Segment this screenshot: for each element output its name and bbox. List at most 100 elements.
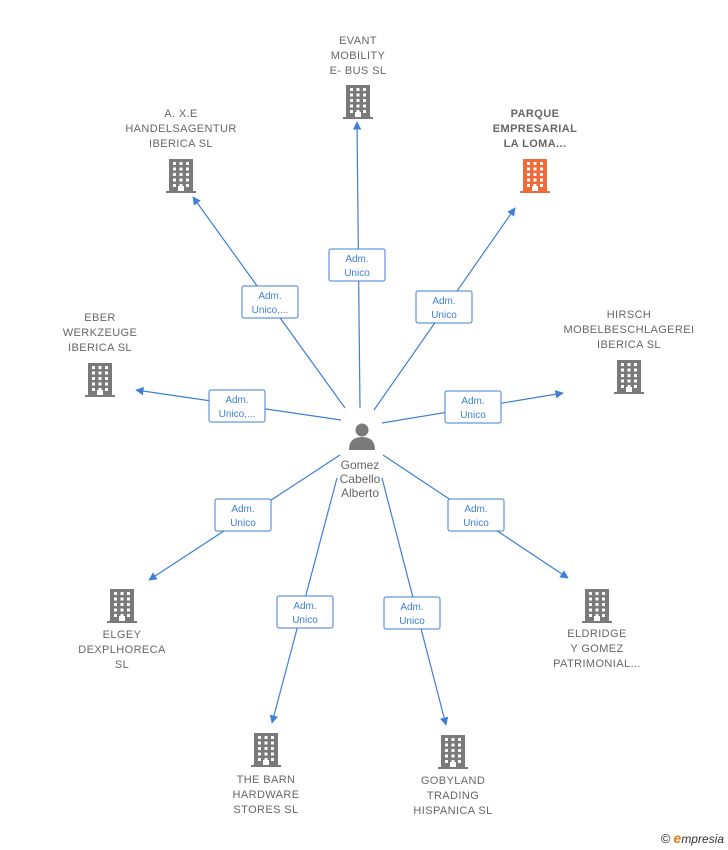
edge-label-axe[interactable]: Adm.Unico,... xyxy=(241,285,299,319)
building-window xyxy=(356,88,360,91)
building-window xyxy=(363,99,366,102)
building-base xyxy=(582,621,612,623)
building-window xyxy=(127,597,130,601)
company-name-line: PARQUE xyxy=(511,108,560,120)
building-window xyxy=(363,88,366,91)
building-window xyxy=(92,371,95,375)
company-name-line: EBER xyxy=(84,312,116,324)
building-window xyxy=(533,184,537,187)
building-window xyxy=(186,167,189,171)
building-window xyxy=(98,366,102,369)
building-window xyxy=(540,167,543,171)
building-window xyxy=(173,167,176,171)
building-door xyxy=(594,616,600,621)
building-window xyxy=(186,178,189,182)
building-window xyxy=(173,184,176,187)
company-name-line: STORES SL xyxy=(233,804,298,816)
building-window xyxy=(595,592,599,595)
edge-label-line: Unico xyxy=(292,615,318,626)
edge-label-elgey[interactable]: Adm.Unico xyxy=(214,498,272,532)
edge-label-gobyland[interactable]: Adm.Unico xyxy=(383,596,441,630)
edge-label-line: Unico xyxy=(460,410,486,421)
edge-label-eldridge[interactable]: Adm.Unico xyxy=(447,498,505,532)
building-window xyxy=(120,592,124,595)
building-window xyxy=(627,379,631,383)
building-window xyxy=(451,749,455,752)
building-window xyxy=(350,93,353,97)
building-window xyxy=(621,385,624,388)
edge-label-box xyxy=(328,248,386,282)
building-window xyxy=(98,377,102,380)
company-name-line: THE BARN xyxy=(237,774,296,786)
building-window xyxy=(179,178,183,182)
building-window xyxy=(627,385,631,388)
building-window xyxy=(445,754,448,758)
building-door xyxy=(532,186,538,191)
building-window xyxy=(114,597,117,601)
edge-label-box xyxy=(444,390,502,424)
building-window xyxy=(173,178,176,182)
edge-label-line: Unico xyxy=(463,518,489,529)
brand-logo-e: e xyxy=(673,830,682,846)
building-door xyxy=(97,390,103,395)
building-window xyxy=(114,608,117,612)
building-icon xyxy=(166,159,196,193)
building-window xyxy=(114,603,117,606)
brand-name: mpresia xyxy=(681,832,724,846)
building-base xyxy=(614,392,644,394)
building-window xyxy=(264,741,268,745)
edge-label-barn[interactable]: Adm.Unico xyxy=(276,595,334,629)
building-window xyxy=(589,592,592,595)
building-window xyxy=(120,608,124,612)
building-door xyxy=(626,387,632,392)
building-window xyxy=(533,162,537,165)
building-window xyxy=(589,597,592,601)
edge-label-hirsch[interactable]: Adm.Unico xyxy=(444,390,502,424)
building-window xyxy=(356,93,360,97)
building-window xyxy=(527,184,530,187)
building-window xyxy=(595,614,599,617)
building-window xyxy=(627,368,631,372)
building-window xyxy=(173,173,176,176)
company-name-line: MOBILITY xyxy=(331,50,386,62)
building-window xyxy=(634,374,637,377)
building-window xyxy=(105,366,108,369)
building-window xyxy=(186,173,189,176)
building-window xyxy=(589,603,592,606)
building-window xyxy=(105,382,108,386)
building-window xyxy=(451,738,455,741)
edge-labels-layer: Adm.UnicoAdm.UnicoAdm.Unico,...Adm.Unico… xyxy=(208,248,505,630)
building-window xyxy=(258,747,261,750)
building-window xyxy=(602,597,605,601)
edge-label-evant[interactable]: Adm.Unico xyxy=(328,248,386,282)
person-head xyxy=(355,423,369,437)
edge-label-parque[interactable]: Adm.Unico xyxy=(415,290,473,324)
building-window xyxy=(186,162,189,165)
building-window xyxy=(105,377,108,380)
building-icon xyxy=(85,363,115,397)
building-icon xyxy=(582,589,612,623)
building-window xyxy=(595,597,599,601)
building-window xyxy=(533,167,537,171)
watermark: ©empresia xyxy=(661,830,724,846)
building-window xyxy=(589,608,592,612)
edge-label-line: Unico,... xyxy=(219,409,256,420)
building-icon xyxy=(438,735,468,769)
building-window xyxy=(258,758,261,761)
building-window xyxy=(527,178,530,182)
building-window xyxy=(92,388,95,391)
building-window xyxy=(458,743,461,747)
edge-label-eber[interactable]: Adm.Unico,... xyxy=(208,389,266,423)
edge-label-line: Unico xyxy=(431,310,457,321)
building-window xyxy=(127,614,130,617)
